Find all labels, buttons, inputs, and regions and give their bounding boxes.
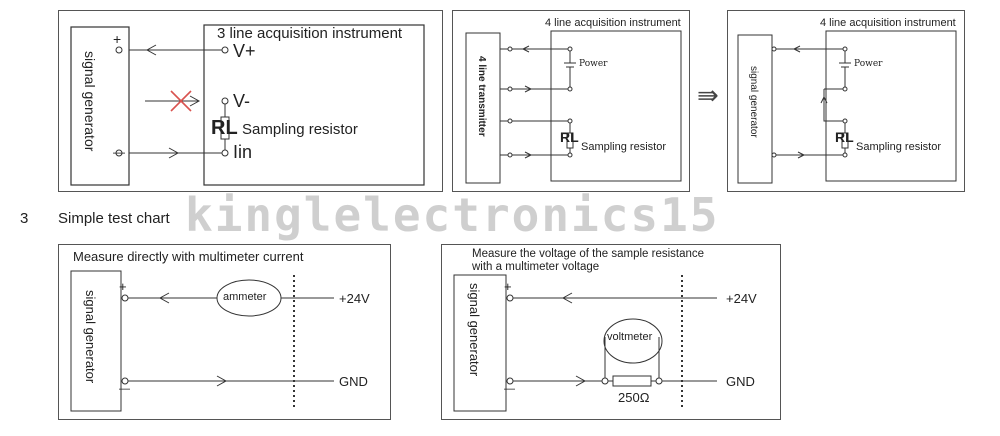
power-label: Power (854, 59, 883, 69)
minus-terminal-label: — (113, 145, 125, 159)
plus-terminal-label: + (504, 279, 512, 294)
supply-label: +24V (726, 291, 757, 306)
rl-label: RL (835, 129, 854, 145)
vplus-label: V+ (233, 41, 256, 61)
minus-terminal-label: — (504, 383, 515, 395)
iin-label: Iin (233, 142, 253, 162)
gnd-label: GND (726, 374, 755, 389)
right-arrow-icon: ⇛ (697, 80, 719, 110)
diagram-4-line-generator-wiring (737, 30, 957, 184)
gnd-label: GND (339, 374, 368, 389)
rl-label: RL (560, 129, 579, 145)
diagram-3-line-wiring (70, 24, 425, 186)
diagram-ammeter-wiring (70, 270, 334, 412)
instrument-title: 3 line acquisition instrument (217, 25, 403, 42)
sampling-resistor-label: Sampling resistor (856, 141, 941, 153)
diagram-4-line-transmitter-wiring (465, 30, 682, 184)
watermark: kinglelectronics15 (185, 188, 720, 242)
supply-label: +24V (339, 291, 370, 306)
ammeter-label: ammeter (223, 291, 267, 303)
signal-generator-label: signal generator (467, 283, 482, 377)
diagram-voltmeter: signal generator + — Measure the voltage… (441, 244, 781, 420)
diagram-voltmeter-wiring (453, 274, 717, 412)
diagram-4-line-transmitter: 4 line transmitter 4 line acquisition in… (452, 10, 690, 192)
resistor-value-label: 250Ω (618, 390, 650, 405)
minus-terminal-label: — (119, 383, 130, 395)
instrument-title: 4 line acquisition instrument (545, 17, 681, 29)
section-title: Simple test chart (58, 210, 170, 227)
diagram-title-line-1: Measure the voltage of the sample resist… (472, 248, 705, 260)
signal-generator-label: signal generator (83, 290, 98, 384)
section-number: 3 (20, 210, 29, 227)
diagram-ammeter: signal generator + — Measure directly wi… (58, 244, 391, 420)
sampling-resistor-label: Sampling resistor (581, 141, 666, 153)
diagram-4-line-generator: signal generator 4 line acquisition inst… (727, 10, 965, 192)
voltmeter-label: voltmeter (607, 331, 653, 343)
sampling-resistor-label: Sampling resistor (242, 121, 358, 138)
signal-generator-label: signal generator (748, 66, 759, 138)
power-label: Power (579, 59, 608, 69)
plus-terminal-label: + (113, 31, 122, 47)
rl-label: RL (211, 117, 238, 139)
vminus-label: V- (233, 91, 251, 111)
diagram-3-line: signal generator + — 3 line acquisition … (58, 10, 443, 192)
signal-generator-label: signal generator (82, 51, 98, 152)
diagram-title: Measure directly with multimeter current (73, 249, 304, 264)
instrument-title: 4 line acquisition instrument (820, 17, 956, 29)
plus-terminal-label: + (119, 279, 127, 294)
transmitter-label: 4 line transmitter (476, 56, 487, 137)
diagram-title-line-2: with a multimeter voltage (472, 261, 600, 273)
